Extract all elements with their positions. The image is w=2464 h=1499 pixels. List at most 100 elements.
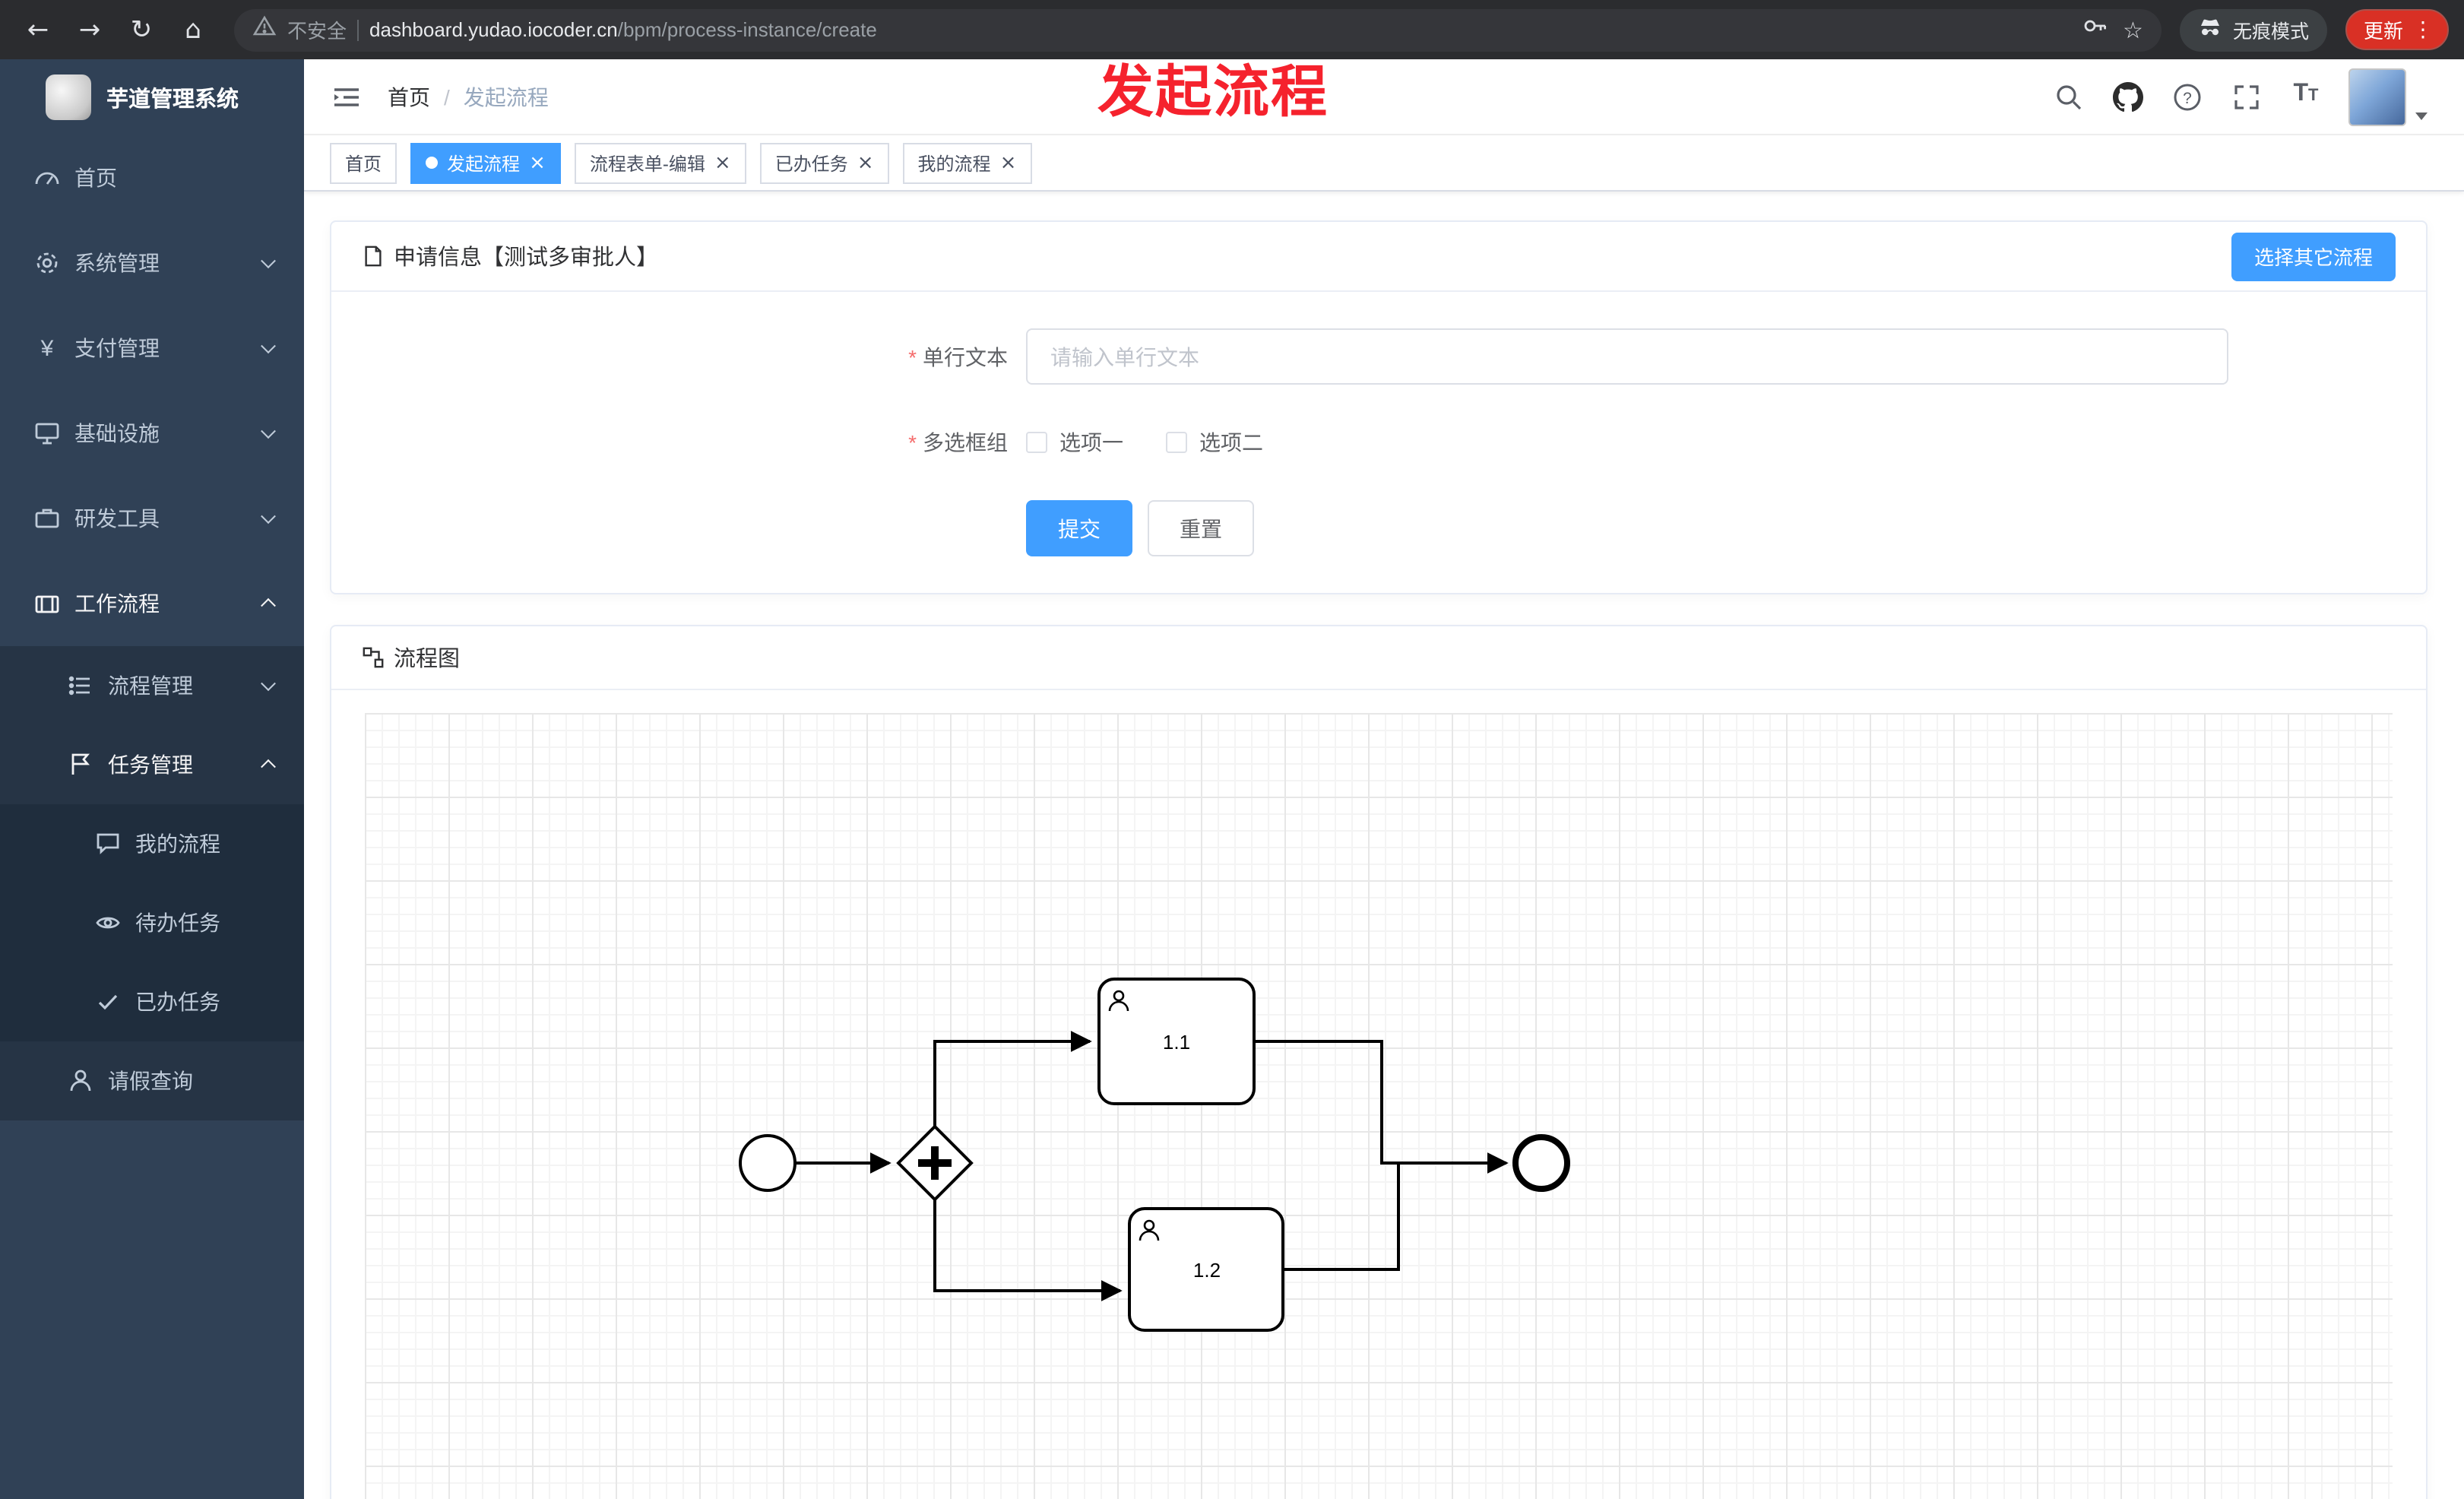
reset-button[interactable]: 重置 <box>1148 500 1254 556</box>
chat-bubble-icon <box>94 830 122 857</box>
tab-label: 发起流程 <box>447 153 521 174</box>
sidebar-item-label: 研发工具 <box>74 506 160 531</box>
url-path: /bpm/process-instance/create <box>617 18 877 41</box>
close-icon[interactable]: × <box>999 151 1017 174</box>
sequence-flow-gateway-task2 <box>933 1200 1123 1301</box>
app-title: 芋道管理系统 <box>106 87 239 112</box>
user-task-icon <box>1139 1219 1160 1241</box>
briefcase-icon <box>33 505 61 532</box>
required-asterisk: * <box>908 344 917 369</box>
user-avatar[interactable] <box>2348 68 2428 125</box>
update-label: 更新 <box>2363 20 2403 43</box>
single-line-text-input[interactable] <box>1026 328 2228 385</box>
breadcrumb-current: 发起流程 <box>463 84 549 109</box>
sidebar-item-payment[interactable]: ¥ 支付管理 <box>0 306 304 391</box>
svg-text:?: ? <box>2183 89 2192 106</box>
incognito-icon <box>2198 15 2222 44</box>
checkbox-field-row: *多选框组 选项一 选项二 <box>331 427 2426 458</box>
application-form: *单行文本 *多选框组 选项一 <box>331 292 2426 593</box>
tab-start-process[interactable]: 发起流程 × <box>410 142 561 183</box>
tab-my-process[interactable]: 我的流程 × <box>902 142 1032 183</box>
submit-button[interactable]: 提交 <box>1026 500 1132 556</box>
sidebar-item-infrastructure[interactable]: 基础设施 <box>0 391 304 476</box>
browser-menu-icon[interactable]: ⋮ <box>2412 17 2434 42</box>
close-icon[interactable]: × <box>529 151 546 174</box>
refresh-icon[interactable]: ↻ <box>130 14 153 45</box>
sidebar-item-label: 工作流程 <box>74 591 160 616</box>
sidebar-item-my-process[interactable]: 我的流程 <box>0 804 304 883</box>
yen-icon: ¥ <box>40 335 54 361</box>
sidebar-item-leave-query[interactable]: 请假查询 <box>0 1041 304 1120</box>
sidebar-item-label: 已办任务 <box>135 990 220 1014</box>
chevron-down-icon <box>261 676 276 692</box>
tab-home[interactable]: 首页 <box>330 142 397 183</box>
end-event <box>1512 1134 1570 1192</box>
main-area: 首页 / 发起流程 <box>304 59 2464 1499</box>
security-warning-icon[interactable] <box>252 14 277 46</box>
incognito-badge: 无痕模式 <box>2179 8 2327 51</box>
update-button[interactable]: 更新 ⋮ <box>2345 9 2449 50</box>
diagram-card-title: 流程图 <box>362 642 460 673</box>
text-field-label: *单行文本 <box>908 344 1008 369</box>
search-icon[interactable] <box>2052 80 2086 113</box>
checkbox-box[interactable] <box>1166 432 1187 453</box>
check-icon <box>94 988 122 1016</box>
omnibox-divider <box>357 19 359 40</box>
checkbox-option-2[interactable]: 选项二 <box>1166 427 1263 458</box>
sidebar-item-task-management[interactable]: 任务管理 <box>0 725 304 804</box>
forward-icon[interactable]: → <box>78 14 101 45</box>
tab-done-task[interactable]: 已办任务 × <box>759 142 889 183</box>
bookmark-star-icon[interactable]: ☆ <box>2123 16 2143 43</box>
breadcrumb-separator: / <box>444 84 450 109</box>
diagram-card-body: 1.1 1.2 <box>331 690 2426 1499</box>
tab-label: 已办任务 <box>774 153 848 174</box>
sidebar-item-process-management[interactable]: 流程管理 <box>0 646 304 725</box>
help-icon[interactable]: ? <box>2171 80 2204 113</box>
app-logo[interactable]: 芋道管理系统 <box>0 59 304 135</box>
dashboard-icon <box>33 164 61 192</box>
browser-chrome: ← → ↻ ⌂ 不安全 dashboard.yudao.iocoder.cn/b… <box>0 0 2464 59</box>
close-icon[interactable]: × <box>857 151 874 174</box>
document-icon <box>365 246 382 267</box>
tab-process-form-edit[interactable]: 流程表单-编辑 × <box>574 142 746 183</box>
url-domain: dashboard.yudao.iocoder.cn <box>369 18 618 41</box>
fullscreen-icon[interactable] <box>2230 80 2263 113</box>
sidebar-item-todo-task[interactable]: 待办任务 <box>0 883 304 962</box>
sidebar-item-rd-tools[interactable]: 研发工具 <box>0 476 304 561</box>
address-bar[interactable]: 不安全 dashboard.yudao.iocoder.cn/bpm/proce… <box>234 8 2162 51</box>
bpmn-canvas[interactable]: 1.1 1.2 <box>365 713 2393 1499</box>
sidebar-item-home[interactable]: 首页 <box>0 135 304 220</box>
github-icon[interactable] <box>2111 80 2145 113</box>
sidebar-item-label: 首页 <box>74 166 117 190</box>
user-task-icon <box>1108 990 1129 1012</box>
required-asterisk: * <box>908 430 917 455</box>
select-other-process-button[interactable]: 选择其它流程 <box>2231 232 2396 280</box>
home-icon[interactable]: ⌂ <box>185 14 201 45</box>
sidebar-item-label: 请假查询 <box>108 1069 193 1093</box>
back-icon[interactable]: ← <box>27 14 49 45</box>
sidebar-toggle-icon[interactable] <box>330 80 363 113</box>
sidebar-item-label: 流程管理 <box>108 673 193 698</box>
sidebar-item-system[interactable]: 系统管理 <box>0 220 304 306</box>
checkbox-option-1[interactable]: 选项一 <box>1026 427 1123 458</box>
bpmn-diagram: 1.1 1.2 <box>739 978 1570 1332</box>
password-key-icon[interactable] <box>2080 12 2108 47</box>
avatar-image <box>2348 68 2406 125</box>
checkbox-field-label: *多选框组 <box>908 430 1008 455</box>
user-task-1-1: 1.1 <box>1097 978 1256 1105</box>
sidebar-item-workflow[interactable]: 工作流程 <box>0 561 304 646</box>
sidebar-item-done-task[interactable]: 已办任务 <box>0 962 304 1041</box>
breadcrumb-home[interactable]: 首页 <box>388 84 430 109</box>
chevron-down-icon <box>261 253 276 269</box>
logo-avatar <box>46 74 91 120</box>
sidebar-item-label: 支付管理 <box>74 336 160 360</box>
eye-icon <box>94 909 122 936</box>
url-text[interactable]: dashboard.yudao.iocoder.cn/bpm/process-i… <box>369 18 2070 41</box>
checkbox-box[interactable] <box>1026 432 1047 453</box>
close-icon[interactable]: × <box>714 151 731 174</box>
sequence-flow-task2-end <box>1283 1163 1400 1271</box>
app-root: 芋道管理系统 首页 系统管理 ¥ <box>0 59 2464 1499</box>
